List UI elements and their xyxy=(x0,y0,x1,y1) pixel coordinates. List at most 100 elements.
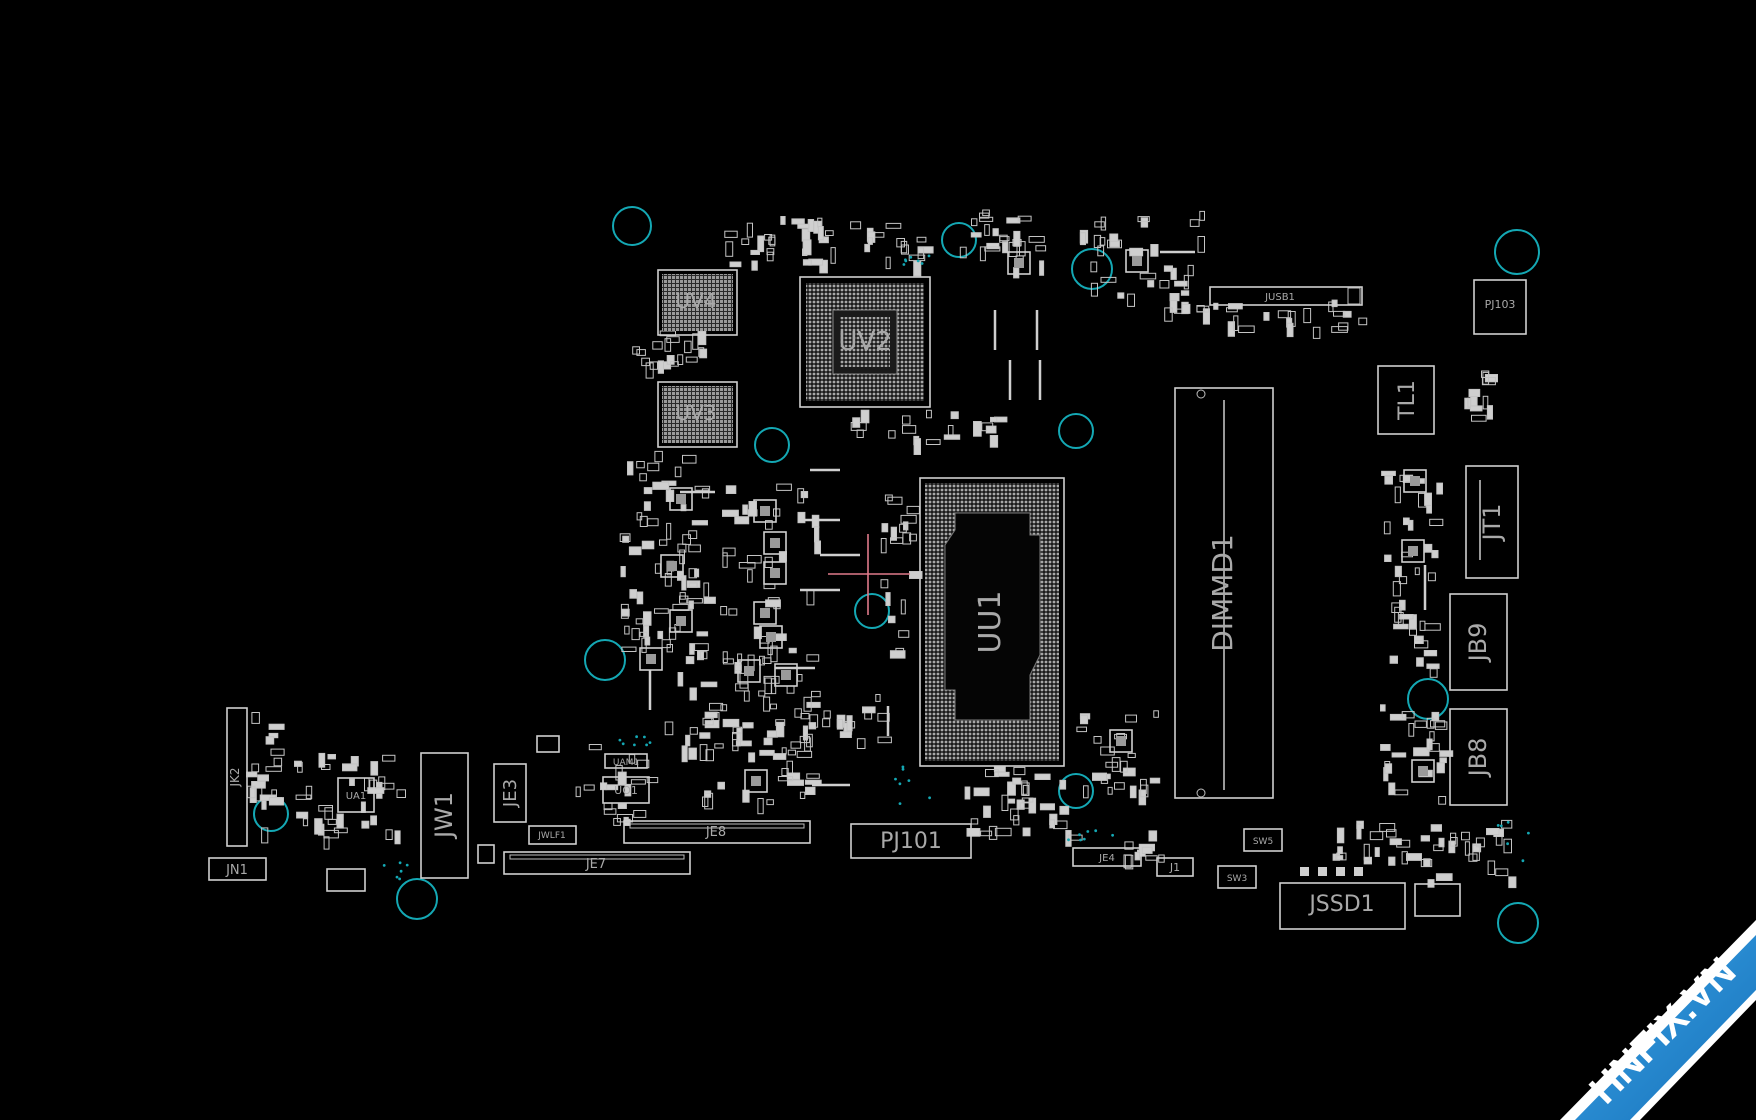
smd-passive xyxy=(1169,300,1178,313)
smd-passive xyxy=(1424,623,1441,631)
chip-uv2[interactable]: UV2 xyxy=(799,276,931,408)
connector-jb9[interactable]: JB9 xyxy=(1449,593,1508,691)
smd-passive xyxy=(1356,823,1362,840)
smd-passive xyxy=(246,771,258,778)
smd-passive xyxy=(1090,282,1099,297)
chip-uv3[interactable]: UV3 xyxy=(657,381,738,448)
smd-passive xyxy=(588,744,602,751)
smd-passive xyxy=(973,421,982,437)
smd-passive xyxy=(889,650,906,659)
test-point xyxy=(901,767,905,771)
smd-passive xyxy=(909,571,923,579)
smd-passive xyxy=(694,485,711,491)
smd-passive xyxy=(1384,554,1392,562)
chip-ua1[interactable]: UA1 xyxy=(337,777,375,813)
smd-passive xyxy=(788,647,797,654)
connector-je8[interactable]: JE8 xyxy=(623,820,811,844)
smd-passive xyxy=(888,430,896,439)
connector-pj103[interactable]: PJ103 xyxy=(1473,279,1527,335)
smd-passive xyxy=(1423,650,1438,657)
smd-passive xyxy=(1164,307,1173,322)
chip-uu1[interactable]: UU1 xyxy=(919,477,1065,767)
smd-passive xyxy=(370,815,378,826)
smd-passive xyxy=(1394,486,1401,504)
smd-passive xyxy=(664,721,674,736)
smd-passive xyxy=(994,827,1012,837)
smd-passive xyxy=(737,653,743,663)
connector-je3-label: JE3 xyxy=(500,779,521,808)
chip-uam1[interactable]: UAM1 xyxy=(604,753,648,769)
slot-dimmd1[interactable]: DIMMD1 xyxy=(1174,387,1274,799)
chip-uo1[interactable]: UO1 xyxy=(602,776,650,804)
smd-passive xyxy=(1384,763,1393,774)
smd-passive xyxy=(988,825,998,840)
smd-passive xyxy=(850,221,862,230)
smd-passive xyxy=(822,718,831,728)
smd-passive xyxy=(1303,308,1312,324)
connector-jk2[interactable]: JK2 xyxy=(226,707,248,847)
connector-je3[interactable]: JE3 xyxy=(493,763,527,823)
smd-passive xyxy=(973,787,990,797)
smd-passive xyxy=(748,752,756,763)
smd-passive xyxy=(743,690,750,702)
small-ic-pad xyxy=(781,670,791,680)
component-outline xyxy=(326,868,366,892)
smd-passive xyxy=(1331,326,1348,333)
watermark-banner: HNFIX.VN xyxy=(1560,920,1756,1120)
smd-passive xyxy=(1080,715,1089,725)
smd-passive xyxy=(775,721,785,738)
connector-jwlf1[interactable]: JWLF1 xyxy=(528,825,577,845)
smd-passive xyxy=(1233,315,1239,331)
test-point xyxy=(635,735,638,739)
smd-passive xyxy=(985,425,997,434)
test-point xyxy=(909,255,913,259)
chip-uv2-label: UV2 xyxy=(838,327,891,357)
mount-hole xyxy=(941,222,977,258)
smd-passive xyxy=(1420,835,1430,842)
smd-passive xyxy=(696,631,709,637)
switch-sw3[interactable]: SW3 xyxy=(1217,865,1257,889)
smd-passive xyxy=(1097,245,1105,257)
smd-passive xyxy=(664,338,672,352)
smd-passive xyxy=(770,703,777,710)
smd-passive xyxy=(1099,237,1106,246)
connector-jw1[interactable]: JW1 xyxy=(420,752,469,879)
smd-passive xyxy=(1145,855,1158,861)
small-ic-pad xyxy=(1116,736,1126,746)
smd-passive xyxy=(622,535,630,543)
test-point xyxy=(621,742,625,746)
smd-passive xyxy=(722,658,734,665)
smd-passive xyxy=(396,789,406,798)
test-point xyxy=(643,735,646,739)
smd-passive xyxy=(1187,264,1194,277)
smd-passive xyxy=(385,829,393,840)
connector-jn1[interactable]: JN1 xyxy=(208,857,267,881)
smd-passive xyxy=(1394,606,1402,623)
connector-jt1[interactable]: JT1 xyxy=(1465,465,1519,579)
smd-passive xyxy=(1407,519,1414,531)
smd-passive xyxy=(583,784,595,791)
connector-je7[interactable]: JE7 xyxy=(503,851,691,875)
switch-sw5[interactable]: SW5 xyxy=(1243,828,1283,852)
component-tl1[interactable]: TL1 xyxy=(1377,365,1435,435)
mount-holes xyxy=(253,206,1540,944)
test-point xyxy=(1496,824,1500,827)
connector-je4[interactable]: JE4 xyxy=(1072,847,1142,867)
smd-passive xyxy=(1059,779,1067,790)
connector-jb8[interactable]: JB8 xyxy=(1449,708,1508,806)
connector-j1[interactable]: J1 xyxy=(1156,857,1194,877)
connector-pj101[interactable]: PJ101 xyxy=(850,823,972,859)
smd-passive xyxy=(677,543,687,553)
connector-jssd1[interactable]: JSSD1 xyxy=(1279,867,1406,930)
chip-uv4[interactable]: UV4 xyxy=(657,269,738,336)
smd-passive xyxy=(1414,635,1424,644)
smd-passive xyxy=(1286,322,1294,338)
smd-passive xyxy=(1129,785,1137,799)
smd-passive xyxy=(1028,236,1045,243)
connector-jusb1[interactable]: JUSB1 xyxy=(1209,286,1363,306)
smd-passive xyxy=(1486,828,1500,836)
smd-passive xyxy=(806,654,820,662)
smd-passive xyxy=(791,218,805,225)
smd-passive xyxy=(880,579,889,589)
